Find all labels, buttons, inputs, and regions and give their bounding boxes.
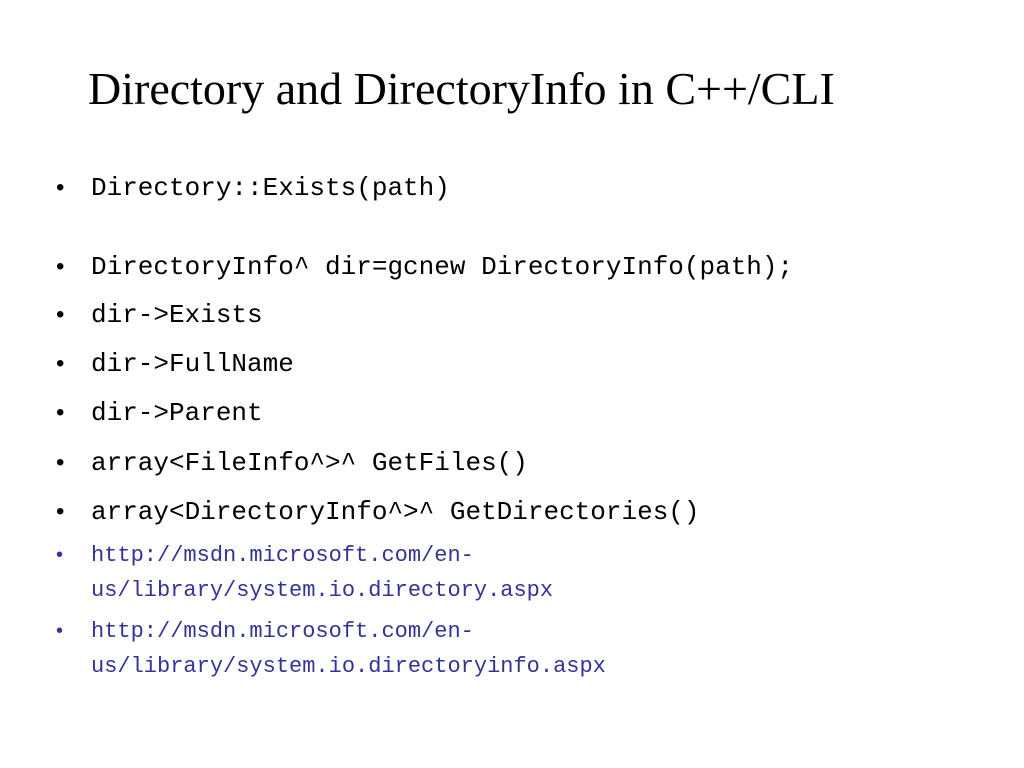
bullet-glyph: • — [56, 399, 65, 426]
bullet-text: dir->FullName — [91, 349, 294, 379]
bullet-glyph: • — [56, 544, 64, 566]
bullet-glyph: • — [56, 620, 64, 642]
slide-title: Directory and DirectoryInfo in C++/CLI — [88, 63, 835, 114]
msdn-directoryinfo-link[interactable]: http://msdn.microsoft.com/en- us/library… — [91, 614, 606, 684]
bullet-glyph: • — [56, 498, 65, 525]
bullet-text: array<DirectoryInfo^>^ GetDirectories() — [91, 497, 700, 527]
link-line: us/library/system.io.directory.aspx — [91, 578, 554, 603]
bullet-text: Directory::Exists(path) — [91, 173, 450, 203]
bullet-glyph: • — [56, 350, 65, 377]
bullet-text: array<FileInfo^>^ GetFiles() — [91, 448, 528, 478]
link-line: http://msdn.microsoft.com/en- — [91, 543, 474, 568]
bullet-glyph: • — [56, 174, 65, 201]
bullet-glyph: • — [56, 253, 65, 280]
bullet-text: dir->Exists — [91, 300, 263, 330]
link-line: us/library/system.io.directoryinfo.aspx — [91, 654, 606, 679]
bullet-text: dir->Parent — [91, 398, 263, 428]
bullet-glyph: • — [56, 301, 65, 328]
bullet-text: DirectoryInfo^ dir=gcnew DirectoryInfo(p… — [91, 252, 794, 282]
bullet-glyph: • — [56, 449, 65, 476]
msdn-directory-link[interactable]: http://msdn.microsoft.com/en- us/library… — [91, 538, 553, 608]
link-line: http://msdn.microsoft.com/en- — [91, 619, 474, 644]
